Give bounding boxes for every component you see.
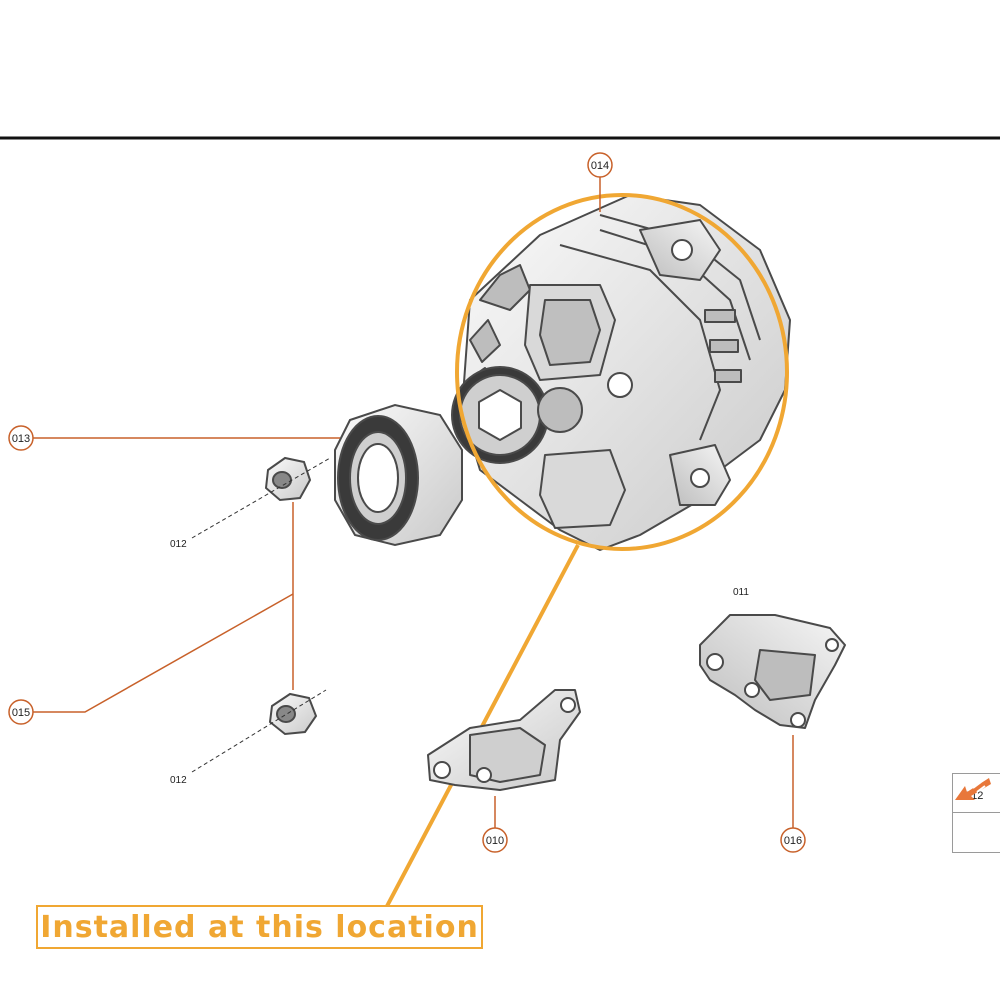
callout-016[interactable]: 016 bbox=[780, 827, 806, 853]
legend-box: 012 bbox=[952, 773, 1000, 853]
callout-013-label: 013 bbox=[12, 433, 30, 445]
callout-015-label: 015 bbox=[12, 707, 30, 719]
bracket-016-drawing bbox=[699, 614, 846, 729]
label-012-lower: 012 bbox=[170, 775, 187, 786]
nut-lower-drawing bbox=[268, 692, 318, 736]
installed-location-text: Installed at this location bbox=[40, 909, 479, 945]
callout-013[interactable]: 013 bbox=[8, 425, 34, 451]
nut-upper-dashline bbox=[191, 457, 331, 539]
nut-lower-dashline bbox=[191, 689, 327, 773]
pulley-gear bbox=[451, 366, 549, 464]
installed-location-banner: Installed at this location bbox=[36, 905, 483, 949]
bracket-010-drawing bbox=[427, 689, 581, 791]
label-012-upper: 012 bbox=[170, 539, 187, 550]
coupling-sleeve-drawing bbox=[334, 403, 463, 547]
callout-014-label: 014 bbox=[591, 160, 609, 172]
leader-015 bbox=[33, 593, 294, 713]
nut-upper-drawing bbox=[264, 456, 312, 502]
leader-lines bbox=[33, 177, 794, 828]
highlight-ring bbox=[455, 193, 789, 551]
callout-014[interactable]: 014 bbox=[587, 152, 613, 178]
callout-010-label: 010 bbox=[486, 835, 504, 847]
alternator-drawing bbox=[451, 194, 791, 551]
callout-015[interactable]: 015 bbox=[8, 699, 34, 725]
callout-010[interactable]: 010 bbox=[482, 827, 508, 853]
callout-016-label: 016 bbox=[784, 835, 802, 847]
legend-divider bbox=[953, 812, 1000, 813]
label-011: 011 bbox=[733, 587, 749, 598]
orange-arrow-icon bbox=[955, 778, 991, 800]
